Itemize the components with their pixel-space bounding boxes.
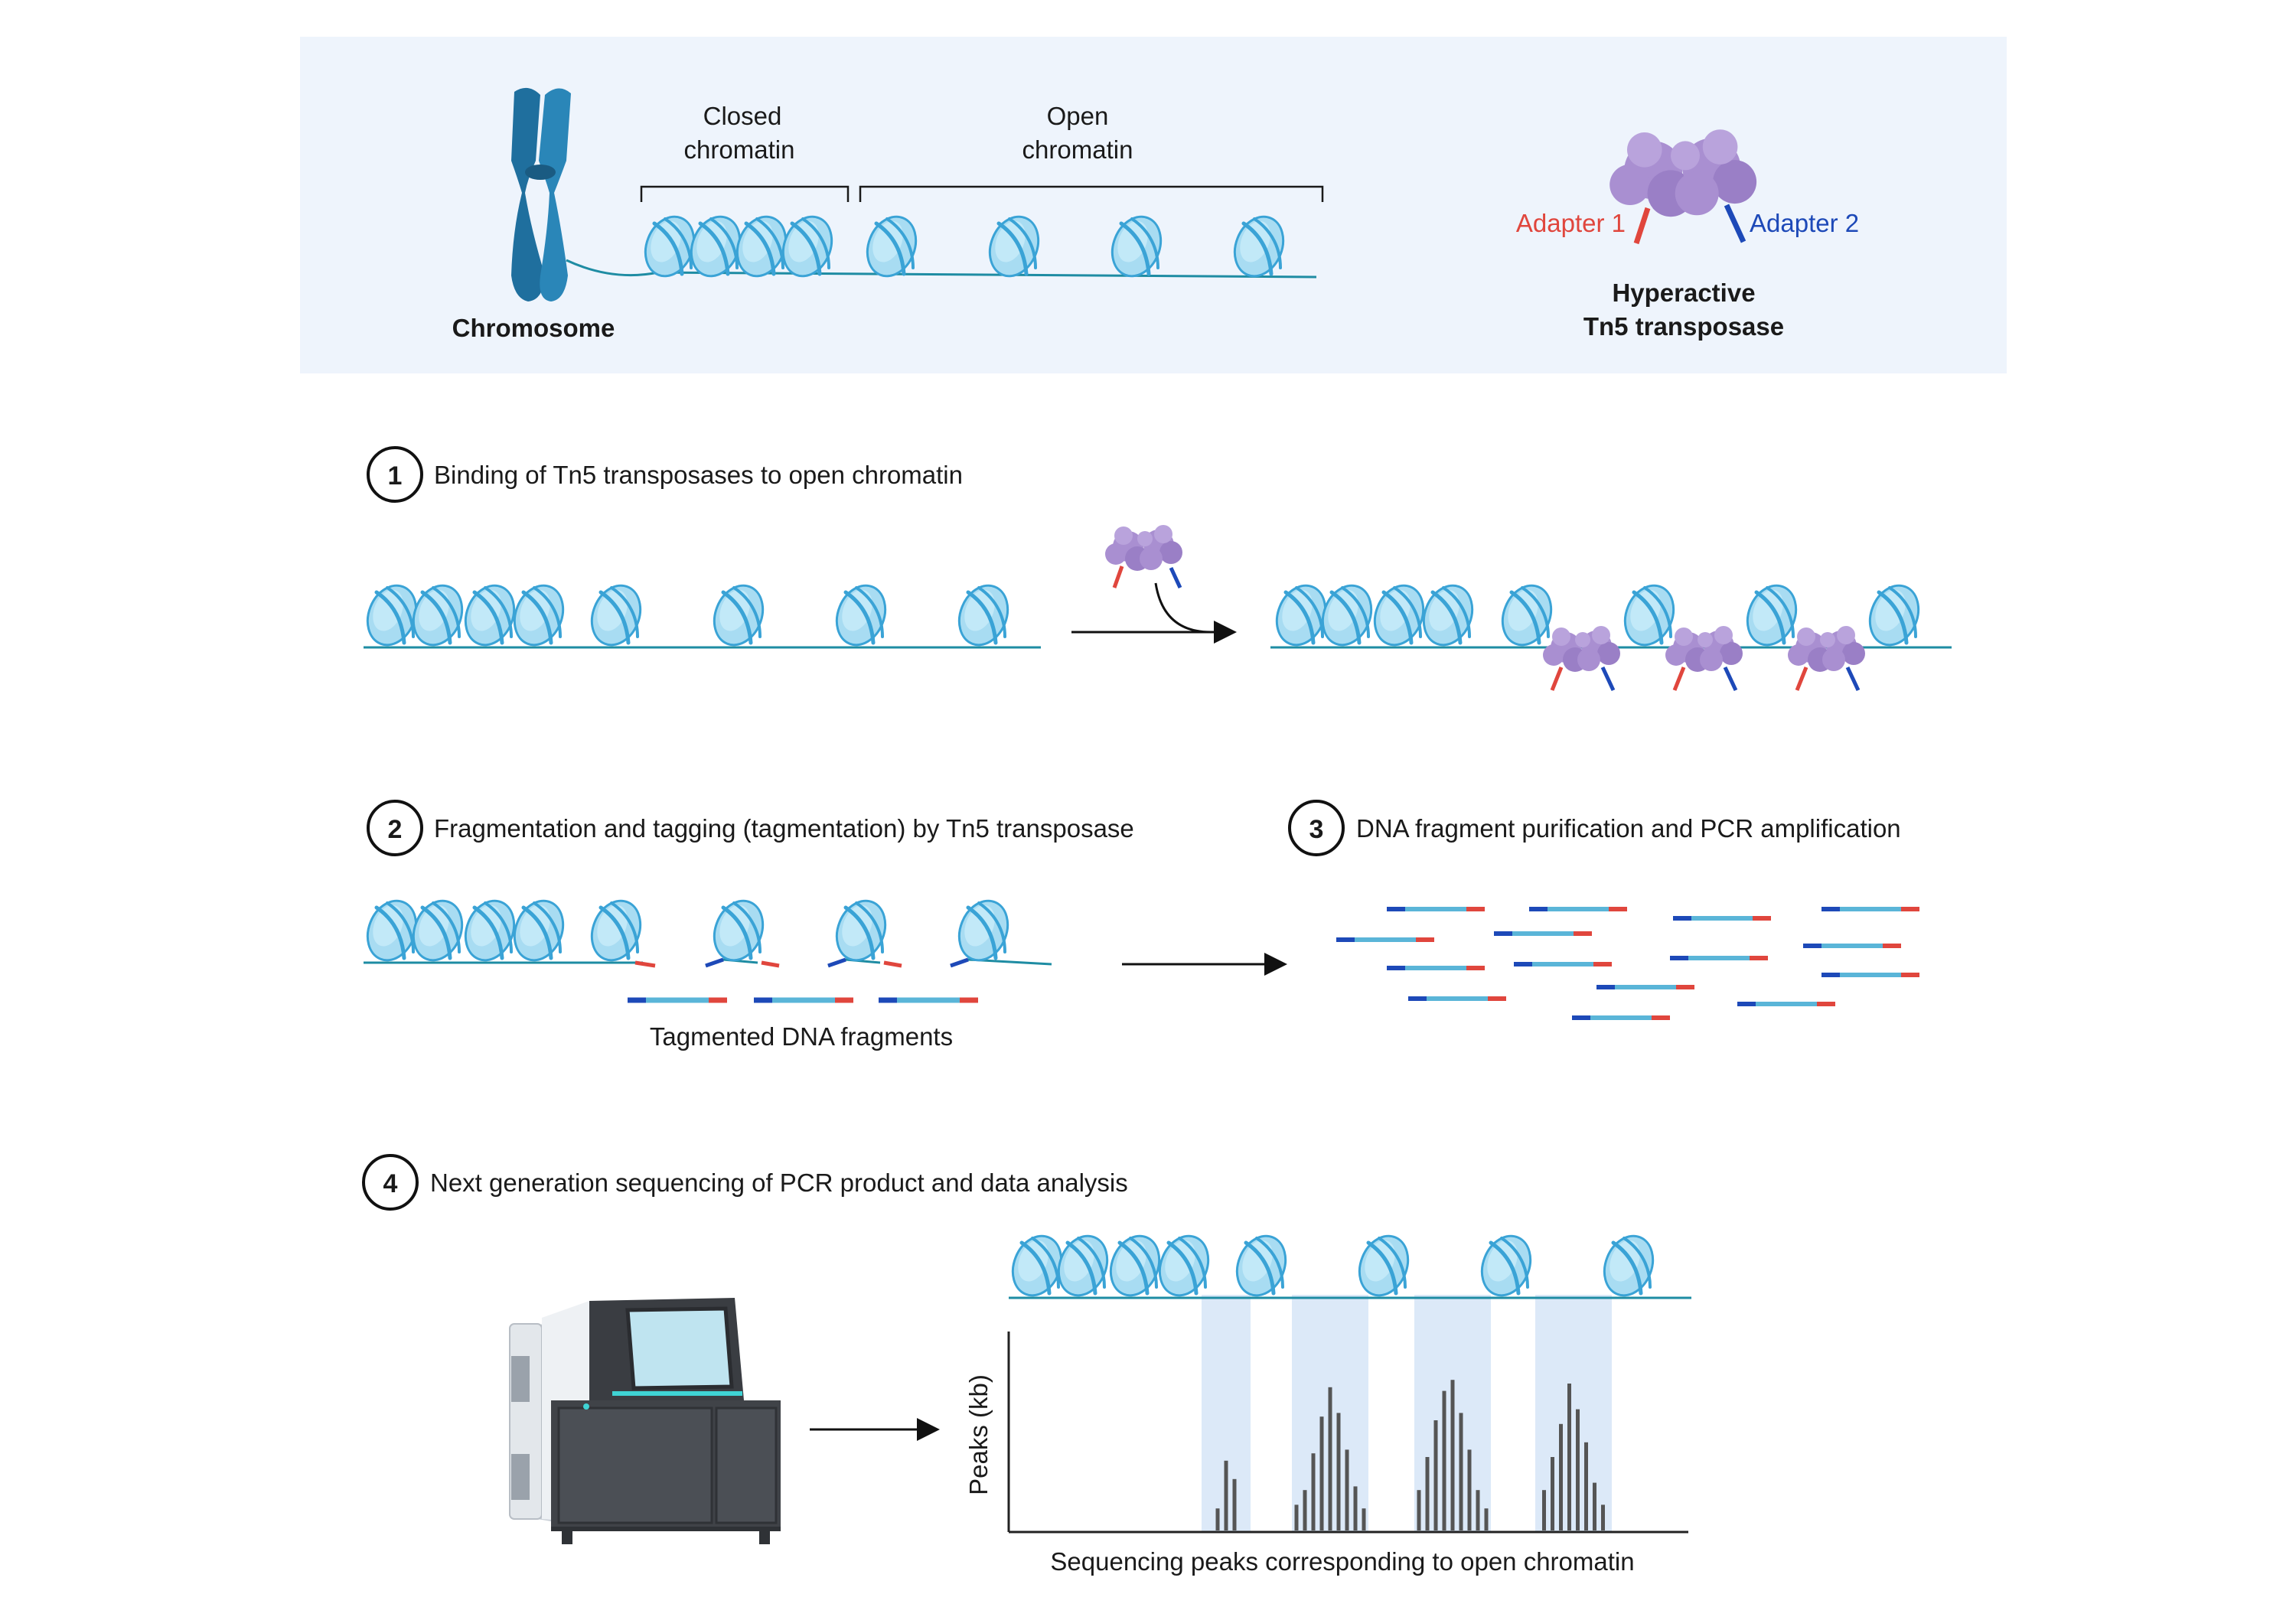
peak-bar — [1336, 1413, 1341, 1530]
step4-badge: 4 — [362, 1154, 419, 1211]
peak-bar — [1476, 1490, 1480, 1530]
step4-chromatin — [1004, 1229, 1691, 1303]
open-chromatin-label-1: Open — [1047, 102, 1109, 130]
step4-title: Next generation sequencing of PCR produc… — [430, 1169, 1128, 1197]
pcr-amplified-fragments — [1336, 907, 1919, 1020]
peak-bar — [1593, 1482, 1596, 1530]
sequencer-icon — [509, 1298, 781, 1544]
tn5-label-1: Hyperactive — [1612, 279, 1755, 307]
step3-number: 3 — [1309, 815, 1324, 844]
peak-bar — [1232, 1478, 1237, 1530]
peak-bar — [1442, 1390, 1446, 1530]
closed-chromatin-label-1: Closed — [703, 102, 782, 130]
peak-bar — [1559, 1423, 1563, 1530]
overview-panel — [300, 37, 2007, 373]
step3-badge: 3 — [1288, 800, 1345, 856]
peak-bar — [1311, 1453, 1316, 1530]
peak-bar — [1353, 1486, 1358, 1530]
peak-bar — [1551, 1457, 1554, 1530]
peak-bar — [1584, 1442, 1588, 1530]
peak-bar — [1417, 1490, 1421, 1530]
peak-bar — [1345, 1449, 1349, 1530]
peak-bar — [1362, 1508, 1366, 1530]
step2-title: Fragmentation and tagging (tagmentation)… — [434, 814, 1134, 843]
peaks-caption: Sequencing peaks corresponding to open c… — [1050, 1547, 1634, 1576]
peak-bar — [1601, 1504, 1605, 1530]
peak-bar — [1303, 1490, 1307, 1530]
step2-badge: 2 — [367, 800, 423, 856]
step3-title: DNA fragment purification and PCR amplif… — [1356, 814, 1901, 843]
step1-title: Binding of Tn5 transposases to open chro… — [434, 461, 963, 489]
open-chromatin-label-2: chromatin — [1022, 135, 1133, 164]
step4-number: 4 — [383, 1169, 398, 1198]
step1-arrow-hook — [1154, 582, 1212, 634]
closed-chromatin-label-2: chromatin — [684, 135, 795, 164]
step1-tn5-reagent — [1105, 525, 1182, 589]
chromosome-icon — [511, 87, 571, 302]
tn5-label-2: Tn5 transposase — [1583, 312, 1784, 341]
peak-bar — [1328, 1387, 1332, 1530]
peak-bar — [1215, 1508, 1220, 1530]
peak-bar — [1542, 1490, 1546, 1530]
peak-bar — [1294, 1504, 1299, 1530]
peak-bar — [1224, 1460, 1228, 1530]
chromosome-label: Chromosome — [452, 314, 615, 342]
peak-bar — [1467, 1449, 1472, 1530]
closed-chromatin-bracket — [640, 185, 850, 202]
open-chromatin-bracket — [859, 185, 1324, 202]
peak-bar — [1433, 1420, 1438, 1530]
step2-chromatin — [359, 894, 1052, 968]
adapter1-label: Adapter 1 — [1516, 209, 1626, 237]
peak-bar — [1484, 1508, 1489, 1530]
peak-bar — [1576, 1409, 1580, 1530]
peak-bar — [1425, 1457, 1430, 1530]
tagmented-fragments-caption: Tagmented DNA fragments — [650, 1022, 953, 1051]
peak-bar — [1319, 1416, 1324, 1530]
tn5-transposase-icon — [1609, 129, 1757, 245]
step2-number: 2 — [388, 815, 403, 844]
adapter2-label: Adapter 2 — [1750, 209, 1859, 237]
peak-bar — [1450, 1380, 1455, 1530]
peaks-y-axis-label: Peaks (kb) — [964, 1374, 993, 1495]
peak-bar — [1459, 1413, 1463, 1530]
step1-badge: 1 — [367, 446, 423, 503]
step1-bound-tn5 — [1543, 626, 1865, 692]
peak-bar — [1567, 1384, 1571, 1530]
open-chromatin-highlights — [1202, 1295, 1612, 1532]
step1-number: 1 — [388, 461, 403, 491]
peak-bars — [1215, 1380, 1605, 1530]
step1-nucleosomes-before — [359, 579, 1016, 653]
